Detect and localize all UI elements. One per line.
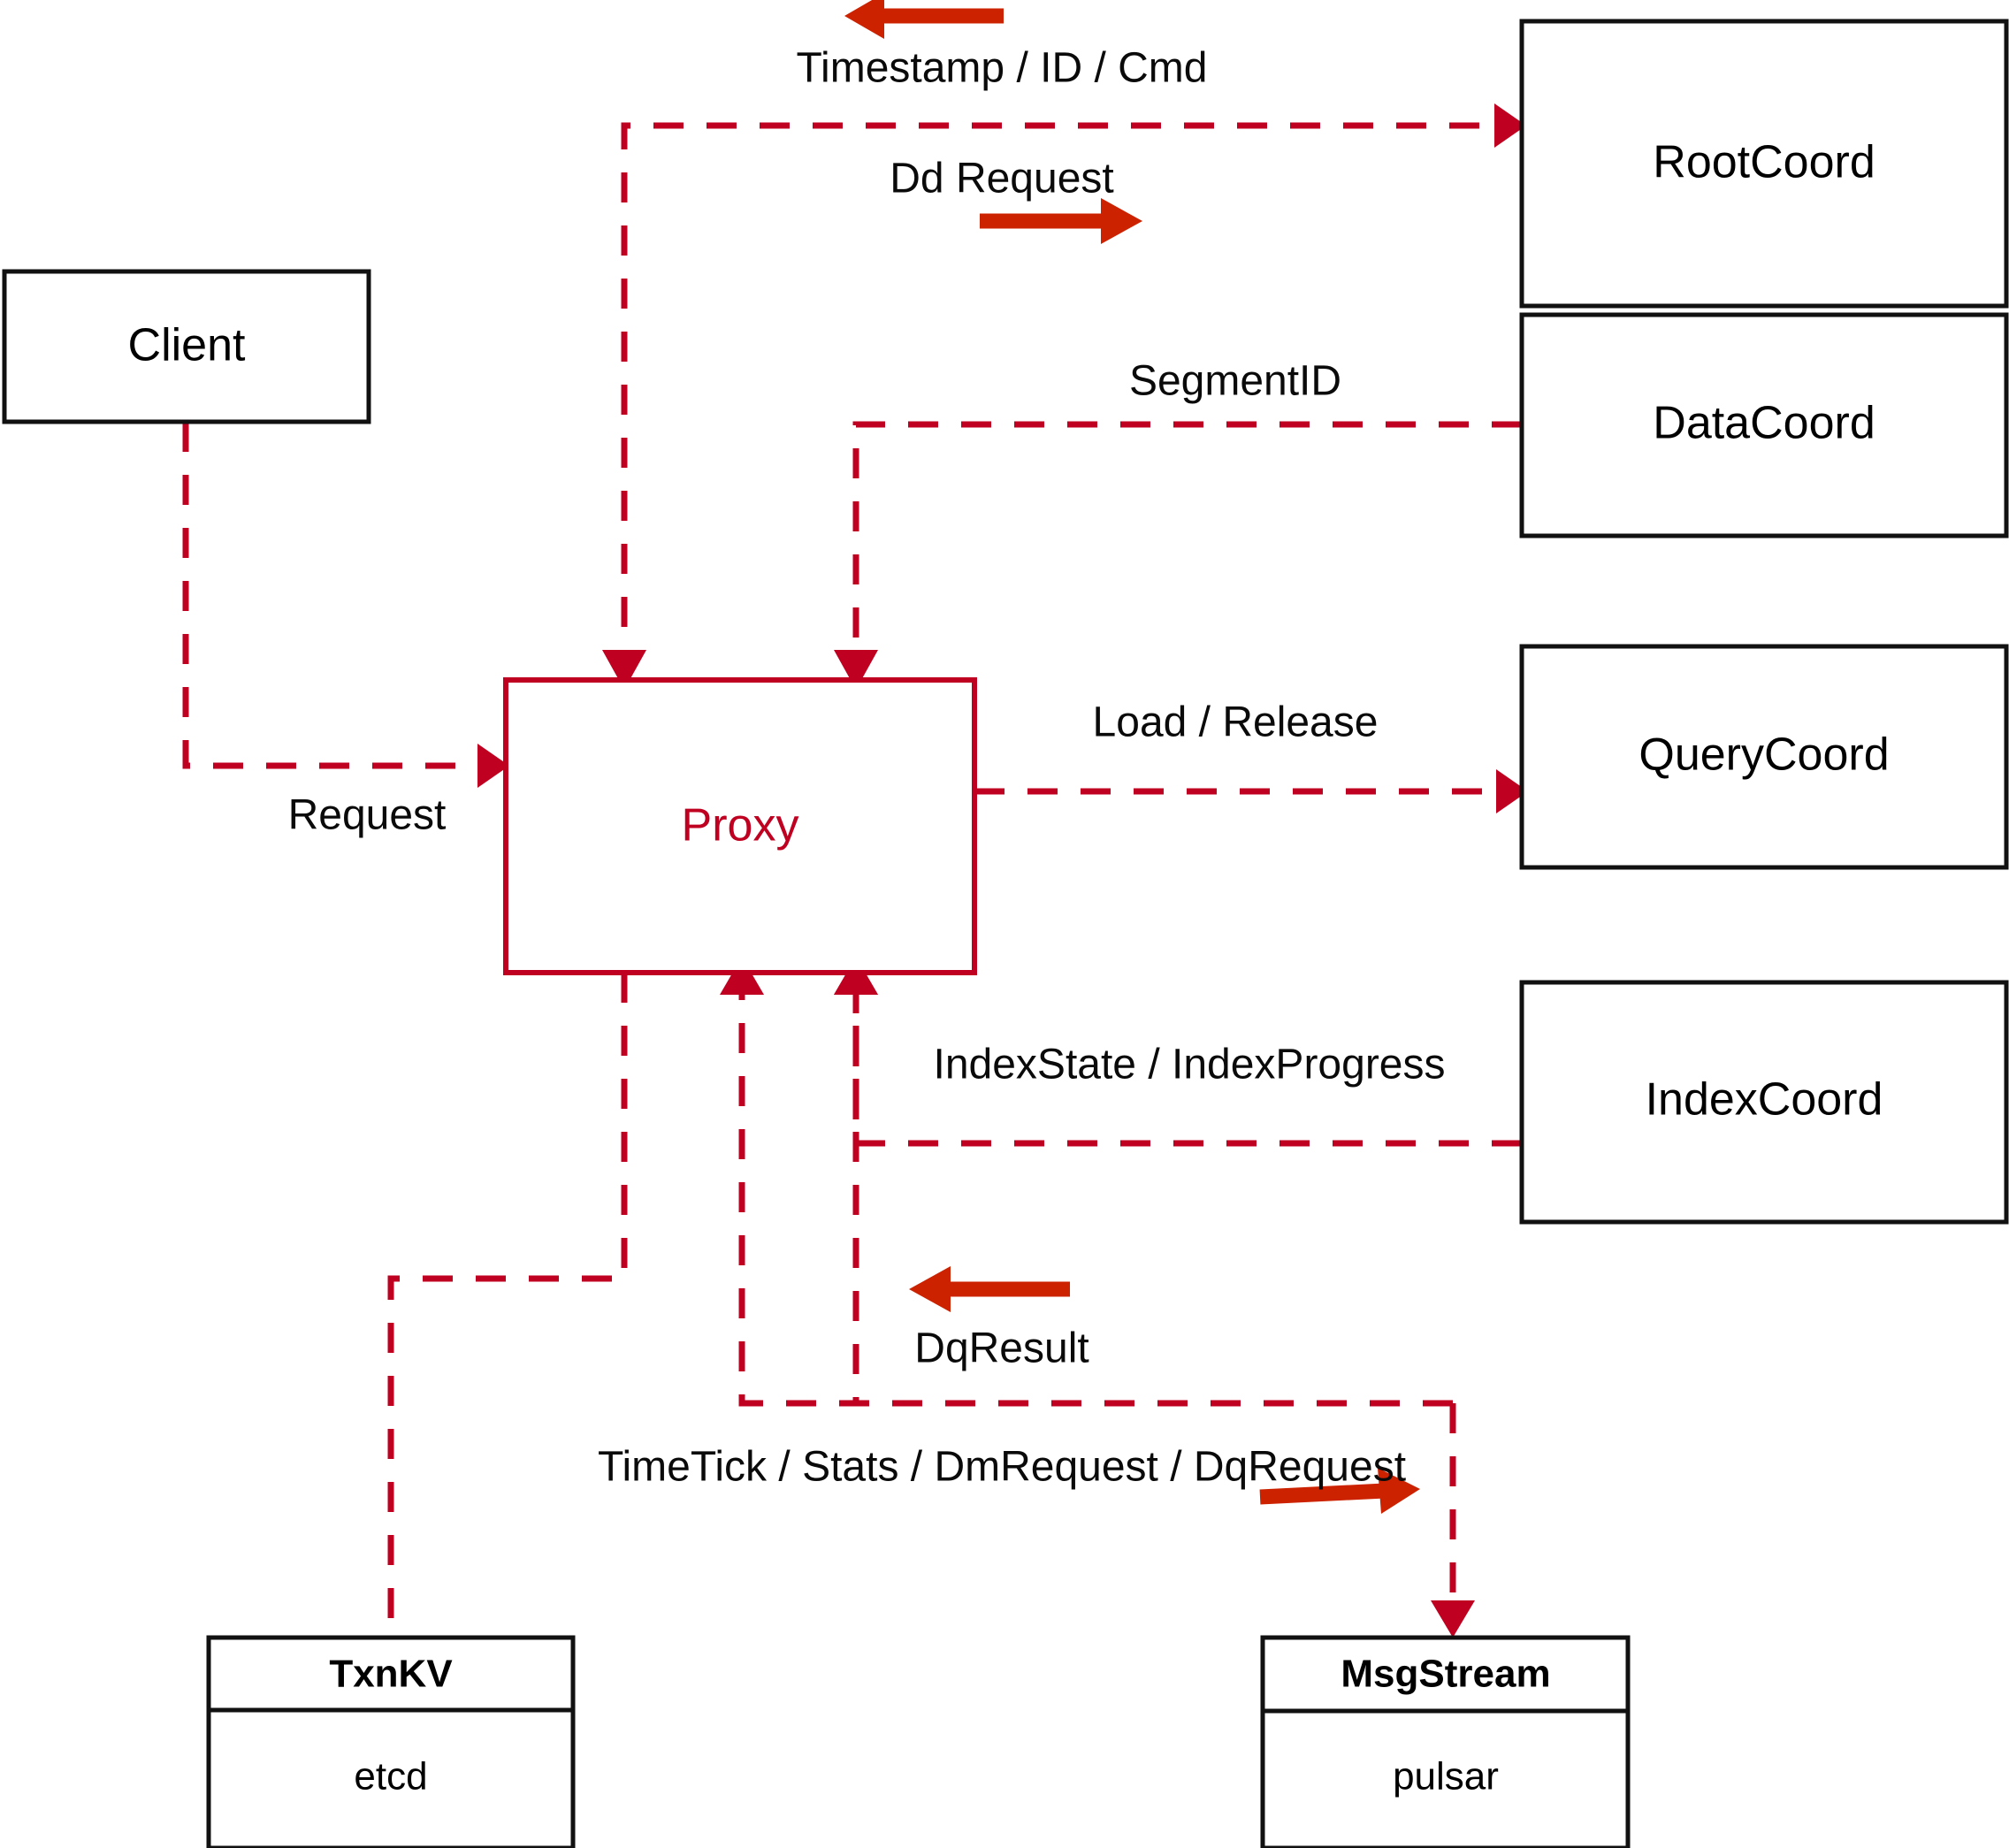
edge-label-index-state: IndexState / IndexProgress [934, 1042, 1446, 1088]
solid-arrow-dd-request-right [980, 198, 1142, 244]
node-datacoord[interactable]: DataCoord [1519, 312, 2009, 538]
node-indexcoord[interactable]: IndexCoord [1519, 980, 2009, 1225]
node-proxy-label: Proxy [682, 800, 799, 851]
connector-datacoord-to-proxy [834, 421, 1522, 690]
node-rootcoord-label: RootCoord [1653, 137, 1875, 188]
solid-arrow-time-tick-right [1259, 1468, 1420, 1514]
node-querycoord-label: QueryCoord [1639, 729, 1889, 781]
node-txnkv[interactable]: TxnKV etcd [206, 1635, 576, 1848]
edge-label-request: Request [288, 792, 447, 839]
node-indexcoord-label: IndexCoord [1646, 1074, 1883, 1126]
connector-proxy-to-txnkv [387, 973, 628, 1638]
edge-label-load-release: Load / Release [1093, 699, 1379, 746]
node-msgstream-sub: pulsar [1393, 1755, 1499, 1798]
edge-label-segment-id: SegmentID [1129, 358, 1341, 405]
connector-msgstream-to-proxy [720, 957, 1453, 1407]
connector-client-to-proxy [182, 422, 509, 788]
edge-label-dd-request: Dd Request [890, 156, 1113, 202]
node-client-label: Client [128, 320, 246, 371]
solid-arrow-dq-result-left [909, 1266, 1070, 1312]
connector-proxy-to-querycoord [974, 769, 1528, 813]
connector-proxy-to-msgstream [834, 957, 1475, 1638]
node-querycoord[interactable]: QueryCoord [1519, 644, 2009, 870]
edge-label-time-tick: TimeTick / Stats / DmRequest / DqRequest [598, 1444, 1406, 1491]
connector-proxy-to-rootcoord [602, 103, 1526, 690]
node-datacoord-label: DataCoord [1653, 398, 1875, 449]
node-rootcoord[interactable]: RootCoord [1519, 19, 2009, 309]
node-proxy[interactable]: Proxy [503, 677, 977, 975]
edge-label-timestamp-id-cmd: Timestamp / ID / Cmd [797, 45, 1208, 92]
node-msgstream-title: MsgStream [1341, 1653, 1550, 1696]
node-client[interactable]: Client [2, 269, 371, 424]
node-txnkv-sub: etcd [354, 1755, 427, 1798]
node-msgstream[interactable]: MsgStream pulsar [1260, 1635, 1631, 1848]
edge-label-dq-result: DqResult [914, 1325, 1089, 1372]
solid-arrow-timestamp-left [844, 0, 1004, 39]
node-txnkv-title: TxnKV [329, 1653, 453, 1696]
